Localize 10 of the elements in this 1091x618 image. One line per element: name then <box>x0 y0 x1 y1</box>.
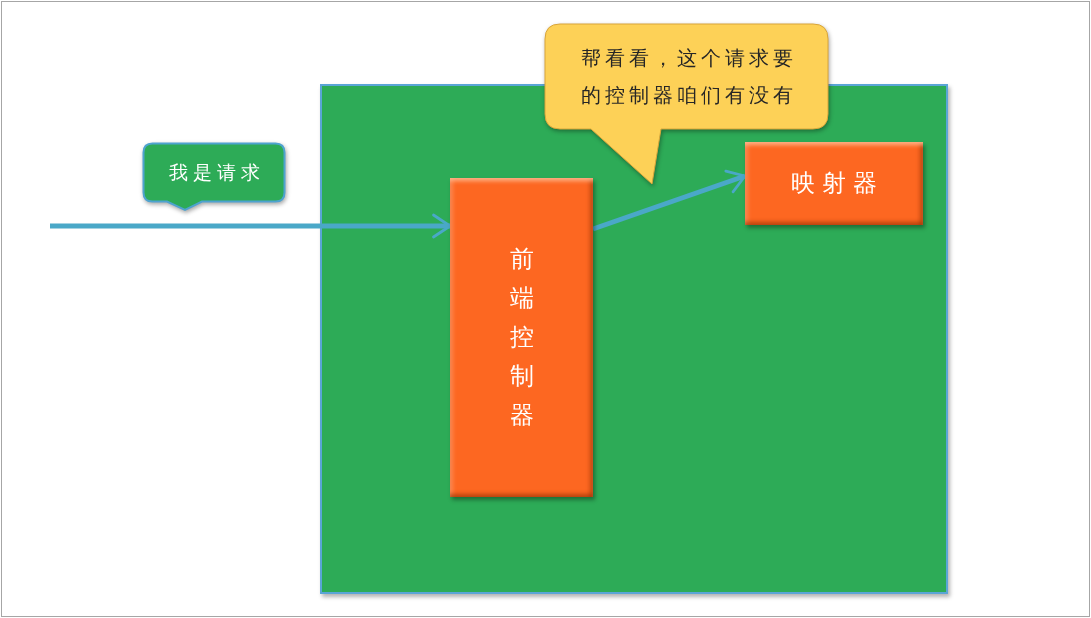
container-box <box>320 84 948 594</box>
box-label: 映射器 <box>790 167 884 199</box>
speech-bubble <box>142 142 288 212</box>
arrow <box>592 169 747 232</box>
process-box <box>450 178 593 497</box>
callout-text: 我是请求 <box>167 160 265 185</box>
arrow <box>50 213 452 239</box>
process-box <box>745 142 923 225</box>
callout-text: 帮看看，这个请求要的控制器咱们有没有 <box>579 44 798 109</box>
vertical-label: 前端控制器 <box>509 244 534 431</box>
